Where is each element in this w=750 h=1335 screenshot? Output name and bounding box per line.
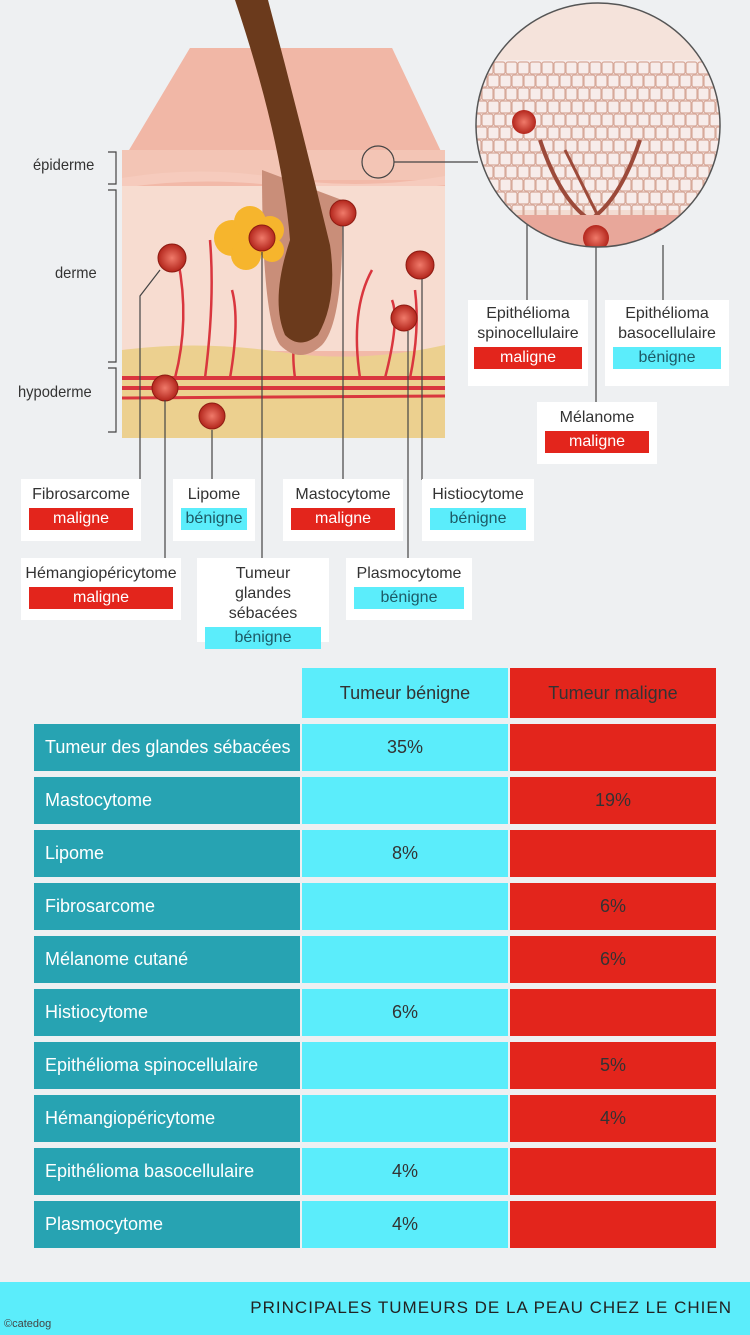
label-hypoderme: hypoderme (18, 384, 92, 401)
status-badge: bénigne (613, 347, 721, 369)
benign-value (302, 1042, 508, 1089)
label-derme: derme (55, 265, 97, 282)
malignant-value: 6% (510, 936, 716, 983)
row-label: Hémangiopéricytome (34, 1095, 300, 1142)
tumor-markers (151, 199, 435, 430)
card-lipome: Lipome bénigne (173, 479, 255, 541)
status-badge: maligne (545, 431, 649, 453)
card-name: Plasmocytome (356, 565, 462, 582)
card-name: Mélanome (559, 409, 635, 426)
card-melanome: Mélanome maligne (537, 402, 657, 464)
card-name: Tumeur glandes sébacées (228, 565, 298, 622)
card-name: Lipome (187, 486, 241, 503)
malignant-value: 4% (510, 1095, 716, 1142)
card-mastocytome: Mastocytome maligne (283, 479, 403, 541)
card-histiocytome: Histiocytome bénigne (422, 479, 534, 541)
status-badge: maligne (29, 508, 133, 530)
status-badge: maligne (474, 347, 582, 369)
benign-value: 6% (302, 989, 508, 1036)
row-label: Lipome (34, 830, 300, 877)
malignant-value (510, 830, 716, 877)
column-header-benign: Tumeur bénigne (302, 668, 508, 718)
label-epiderme: épiderme (33, 157, 95, 174)
card-tumeur-glandes-sebacees: Tumeur glandes sébacées bénigne (197, 558, 329, 649)
row-label: Tumeur des glandes sébacées (34, 724, 300, 771)
card-name: Epithélioma spinocellulaire (477, 305, 579, 342)
benign-value: 8% (302, 830, 508, 877)
hair-follicle (235, 0, 343, 355)
row-label: Mastocytome (34, 777, 300, 824)
malignant-value: 19% (510, 777, 716, 824)
benign-value (302, 936, 508, 983)
malignant-value (510, 724, 716, 771)
row-label: Mélanome cutané (34, 936, 300, 983)
row-label: Plasmocytome (34, 1201, 300, 1248)
card-fibrosarcome: Fibrosarcome maligne (21, 479, 141, 541)
card-name: Mastocytome (295, 486, 391, 503)
row-label: Fibrosarcome (34, 883, 300, 930)
benign-value: 35% (302, 724, 508, 771)
card-hemangiopericytome: Hémangiopéricytome maligne (21, 558, 181, 620)
status-badge: bénigne (181, 508, 247, 530)
benign-value (302, 1095, 508, 1142)
malignant-value (510, 1148, 716, 1195)
benign-value (302, 777, 508, 824)
card-name: Fibrosarcome (32, 486, 130, 503)
card-name: Epithélioma basocellulaire (618, 305, 716, 342)
malignant-value: 6% (510, 883, 716, 930)
row-label: Epithélioma spinocellulaire (34, 1042, 300, 1089)
malignant-value (510, 989, 716, 1036)
benign-value (302, 883, 508, 930)
card-name: Histiocytome (432, 486, 524, 503)
card-epithelioma-spinocellulaire: Epithélioma spinocellulaire maligne (468, 300, 588, 386)
malignant-value (510, 1201, 716, 1248)
skin-cross-section-diagram (108, 0, 721, 560)
card-name: Hémangiopéricytome (25, 565, 177, 582)
card-epithelioma-basocellulaire: Epithélioma basocellulaire bénigne (605, 300, 729, 386)
copyright: ©catedog (4, 1318, 52, 1330)
row-label: Histiocytome (34, 989, 300, 1036)
magnified-epidermis (475, 2, 721, 248)
status-badge: bénigne (205, 627, 321, 649)
status-badge: maligne (29, 587, 173, 609)
benign-value: 4% (302, 1148, 508, 1195)
column-header-malignant: Tumeur maligne (510, 668, 716, 718)
row-label: Epithélioma basocellulaire (34, 1148, 300, 1195)
footer-band: PRINCIPALES TUMEURS DE LA PEAU CHEZ LE C… (0, 1282, 750, 1335)
status-badge: bénigne (430, 508, 526, 530)
benign-value: 4% (302, 1201, 508, 1248)
footer-title: PRINCIPALES TUMEURS DE LA PEAU CHEZ LE C… (250, 1298, 732, 1317)
malignant-value: 5% (510, 1042, 716, 1089)
status-badge: bénigne (354, 587, 464, 609)
card-plasmocytome: Plasmocytome bénigne (346, 558, 472, 620)
status-badge: maligne (291, 508, 395, 530)
